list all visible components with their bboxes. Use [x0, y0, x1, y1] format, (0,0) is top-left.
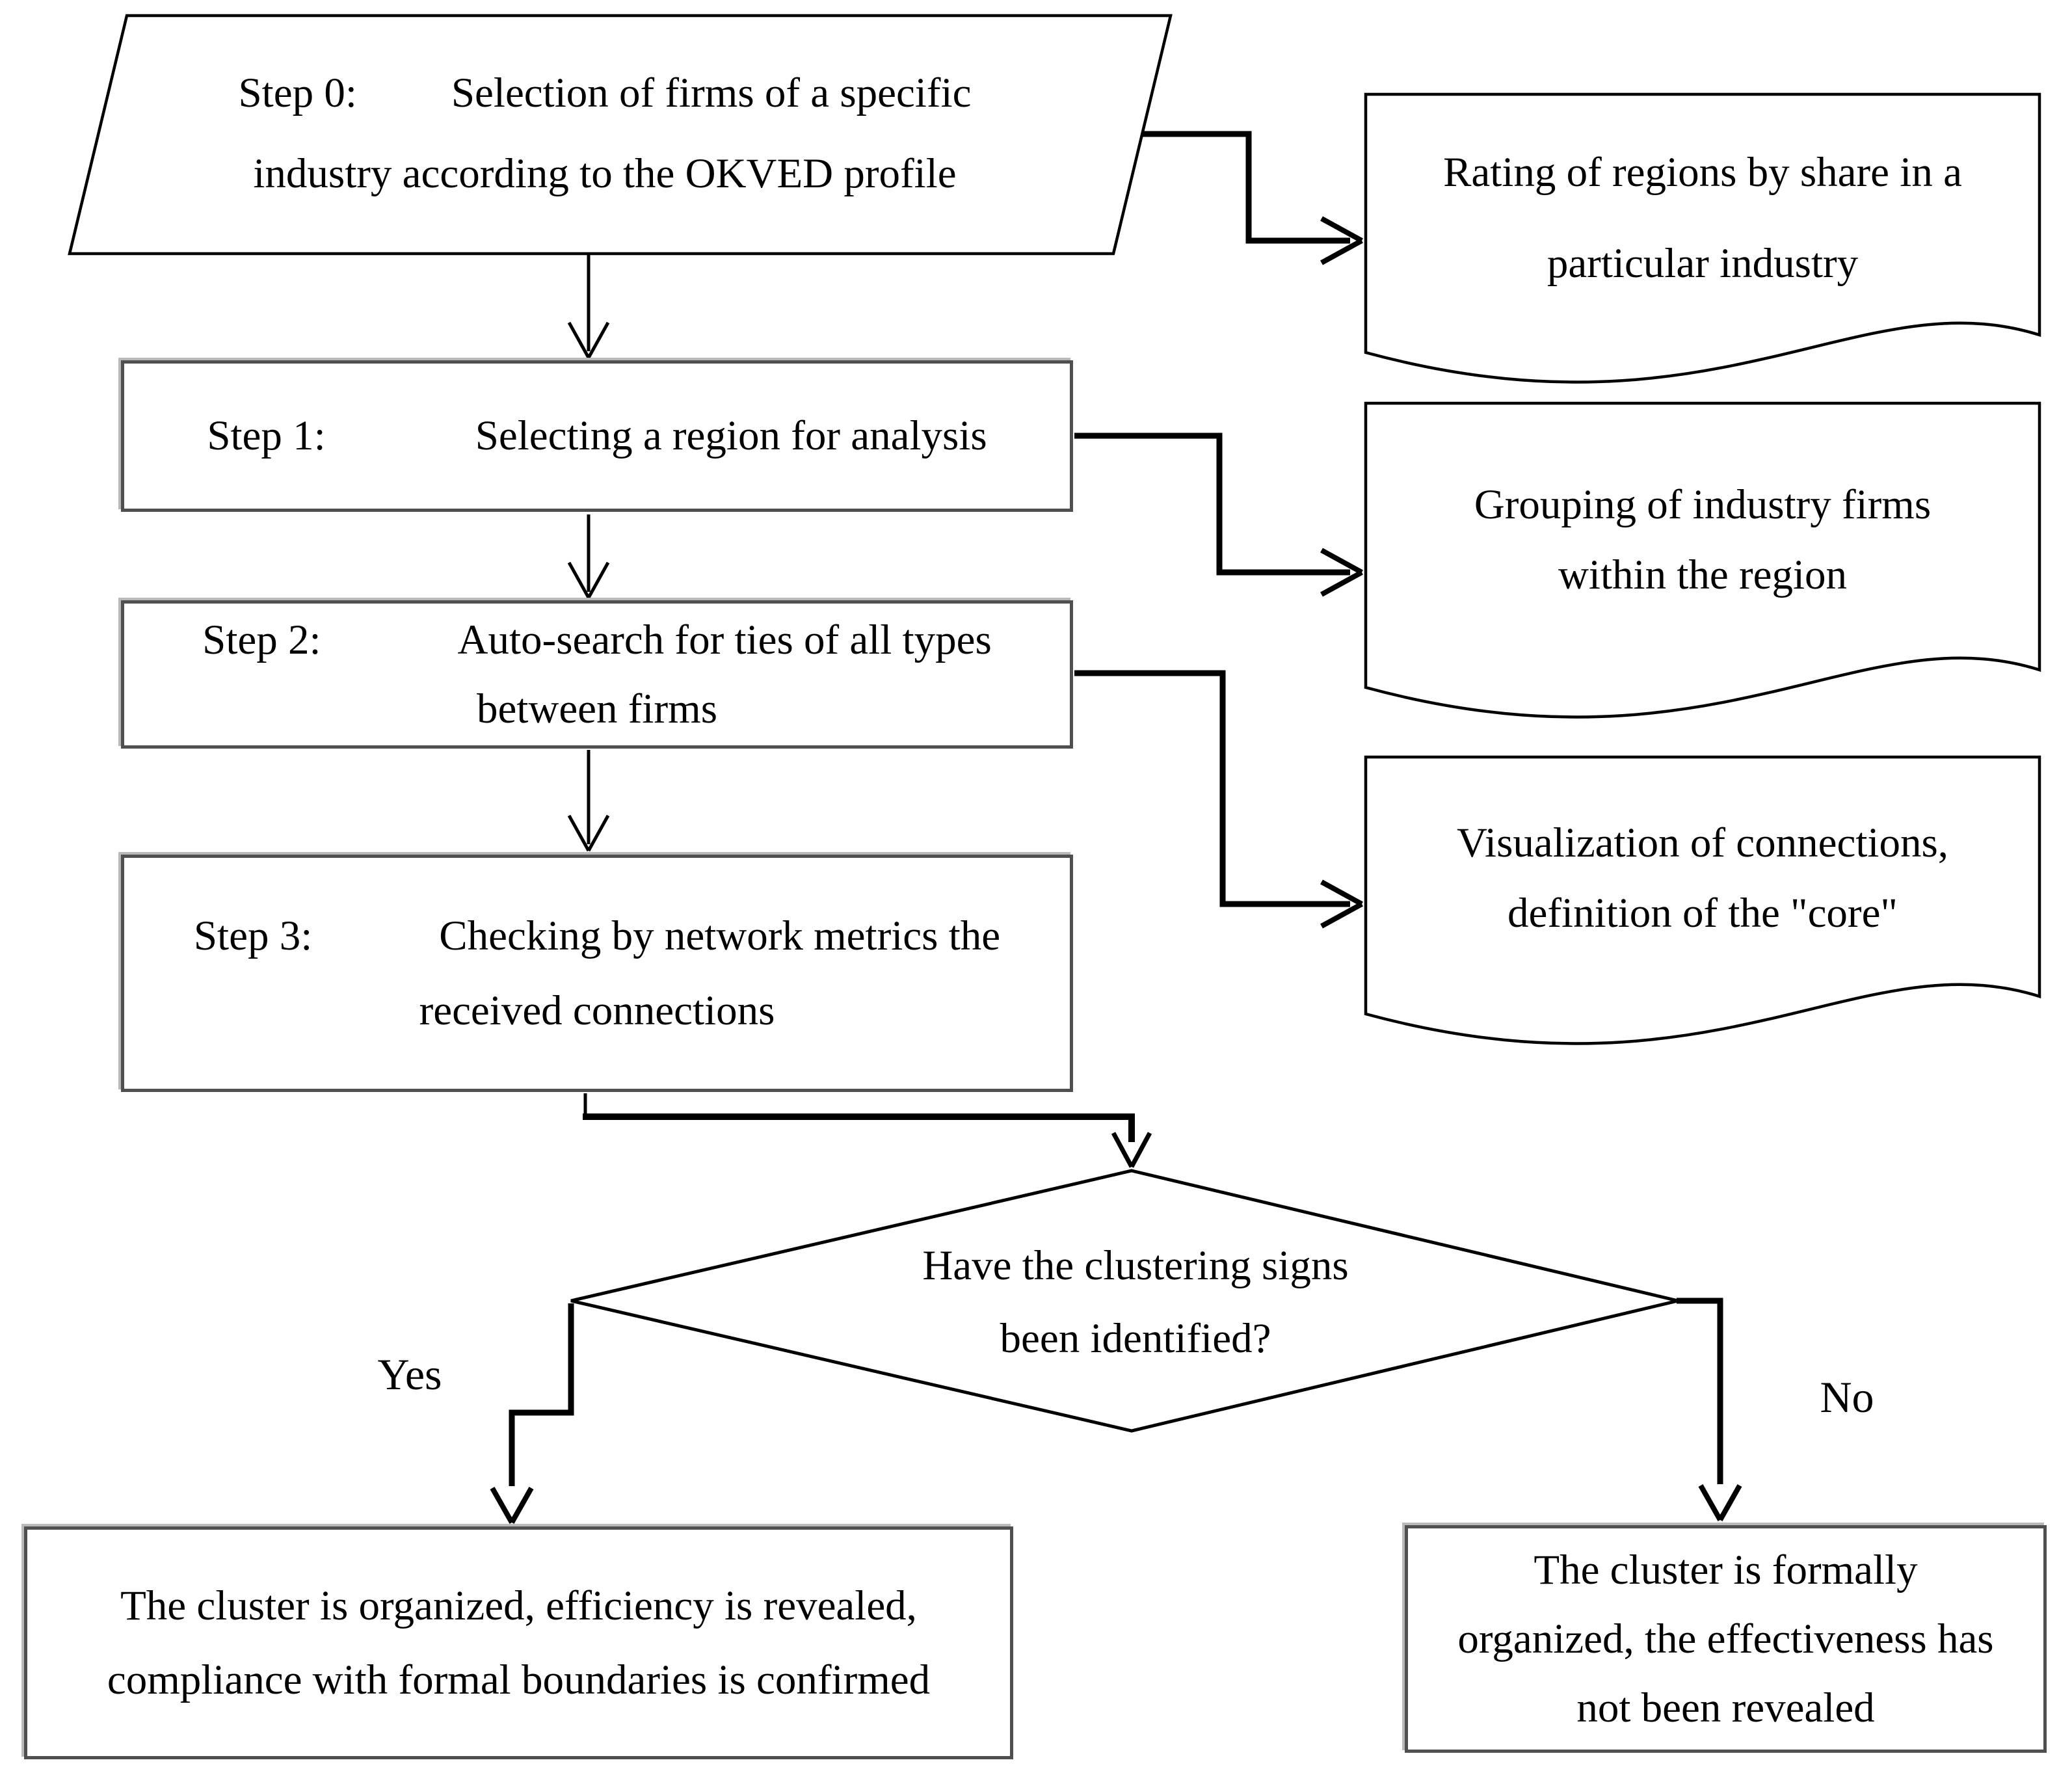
arrow-down-icon: [1698, 1484, 1742, 1521]
document-visualization-shape: [1364, 755, 2041, 1045]
doc1-text-line2: particular industry: [1547, 240, 1859, 287]
arrow-right-icon: [1320, 879, 1363, 929]
document-visualization-connections: Visualization of connections, definition…: [1366, 761, 2039, 995]
step2-text-line1: Auto-search for ties of all types: [457, 616, 992, 663]
step3-text-line2: received connections: [419, 987, 775, 1034]
decision-text-line1: Have the clustering signs: [922, 1242, 1349, 1289]
arrow-down-icon: [567, 561, 610, 599]
doc1-text-line1: Rating of regions by share in a: [1443, 148, 1962, 196]
step0-text-line1: Selection of firms of a specific: [451, 69, 972, 116]
yes-label: Yes: [377, 1349, 442, 1399]
step0-text-line2: industry according to the OKVED profile: [253, 150, 957, 197]
arrow-down-icon: [1111, 1132, 1152, 1168]
decision-diamond: Have the clustering signs been identifie…: [745, 1211, 1526, 1393]
arrow-right-icon: [1320, 548, 1363, 597]
arrow-down-icon: [567, 814, 610, 852]
doc2-text-line1: Grouping of industry firms: [1474, 481, 1932, 528]
node-step3: Step 3: Checking by network metrics the r…: [121, 855, 1073, 1092]
connector-yes-branch: [509, 1303, 574, 1486]
arrow-right-icon: [1320, 216, 1363, 265]
document-grouping-firms: Grouping of industry firms within the re…: [1366, 406, 2039, 684]
decision-diamond-shape: [570, 1169, 1679, 1433]
node-step0: Step 0:Selection of firms of a specific …: [104, 29, 1106, 237]
step1-label: Step 1:: [207, 412, 326, 460]
node-step1: Step 1: Selecting a region for analysis: [121, 360, 1073, 512]
outcome-no-line1: The cluster is formally: [1534, 1546, 1918, 1593]
connector-step2-doc3: [1074, 670, 1350, 907]
outcome-yes-line2: compliance with formal boundaries is con…: [107, 1657, 931, 1703]
step2-text-line2: between firms: [476, 686, 717, 732]
step3-text-line1: Checking by network metrics the: [439, 912, 1001, 960]
decision-text-line2: been identified?: [1000, 1315, 1271, 1362]
document-rating-regions-shape: [1364, 92, 2041, 384]
connector-step3-decision: [583, 1113, 1135, 1142]
arrow-down-icon: [567, 321, 610, 359]
connector-no-branch: [1677, 1298, 1723, 1484]
step2-label: Step 2:: [202, 616, 321, 663]
doc2-text-line2: within the region: [1558, 552, 1848, 598]
step0-label: Step 0:: [238, 69, 357, 116]
arrow-down-icon: [490, 1487, 534, 1524]
step0-parallelogram-shape: [68, 14, 1173, 256]
outcome-no-line2: organized, the effectiveness has: [1457, 1615, 1994, 1662]
connector-step1-doc2: [1074, 433, 1350, 576]
outcome-no-line3: not been revealed: [1576, 1684, 1875, 1732]
node-step2: Step 2: Auto-search for ties of all types…: [121, 600, 1073, 749]
step1-text-line1: Selecting a region for analysis: [475, 412, 987, 460]
no-label: No: [1820, 1372, 1874, 1422]
doc3-text-line2: definition of the "core": [1508, 890, 1898, 937]
document-rating-regions: Rating of regions by share in a particul…: [1366, 98, 2039, 338]
outcome-no-box: The cluster is formally organized, the e…: [1405, 1525, 2047, 1753]
step3-label: Step 3:: [193, 912, 313, 960]
outcome-yes-line1: The cluster is organized, efficiency is …: [120, 1582, 917, 1629]
connector-step0-doc1: [1143, 131, 1350, 244]
outcome-yes-box: The cluster is organized, efficiency is …: [24, 1526, 1013, 1759]
doc3-text-line1: Visualization of connections,: [1456, 819, 1949, 866]
document-grouping-firms-shape: [1364, 401, 2041, 719]
